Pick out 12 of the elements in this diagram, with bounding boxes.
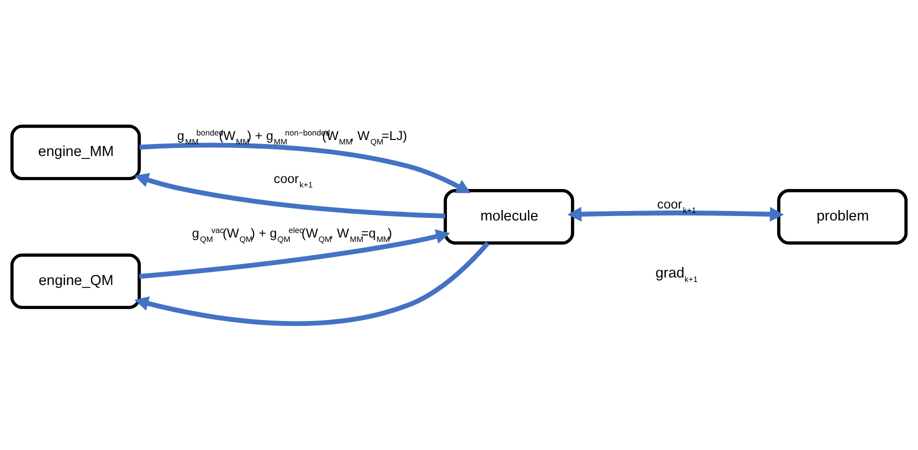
arrow (134, 172, 446, 218)
edge-label: coor$_{k+1}$ (274, 170, 313, 190)
arrow (139, 229, 450, 279)
arrow (134, 241, 490, 326)
node-box: problem (777, 189, 908, 245)
arrow (567, 206, 784, 222)
node-box: engine_MM (10, 124, 141, 180)
node-box: engine_QM (10, 253, 141, 310)
node-box: molecule (444, 189, 574, 245)
arrow (139, 142, 471, 194)
edge-label: g$_{QM}$$^{vac}$(W$_{QM}$) + g$_{QM}$$^{elec}$(W$_{QM}$, W$_{MM}$=q$_{MM}$) (192, 226, 392, 244)
label: grad$_{k+1}$ (656, 266, 698, 284)
